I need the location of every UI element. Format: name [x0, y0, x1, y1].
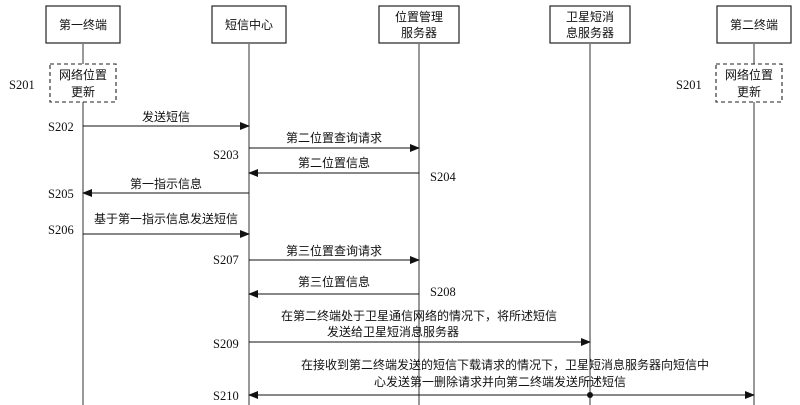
satellite-server-label-line2: 息服务器: [566, 25, 614, 40]
msg-s204: 第二位置信息: [298, 155, 370, 170]
step-s205: S205: [48, 187, 74, 201]
msg-s209-line2: 发送给卫星短消息服务器: [327, 324, 459, 339]
step-s201-right: S201: [676, 78, 702, 92]
participant-location-server: 位置管理 服务器: [378, 5, 460, 44]
msg-s203: 第二位置查询请求: [286, 130, 382, 145]
update-box-second-line1: 网络位置: [725, 67, 773, 82]
participant-satellite-server: 卫星短消 息服务器: [549, 5, 631, 44]
step-s201-left: S201: [9, 78, 35, 92]
location-server-label-line2: 服务器: [401, 25, 437, 40]
msg-s210-line2: 心发送第一删除请求并向第二终端发送所述短信: [374, 374, 626, 389]
update-box-first: 网络位置 更新: [49, 63, 117, 103]
step-s202: S202: [48, 120, 74, 134]
msg-s210-line1: 在接收到第二终端发送的短信下载请求的情况下，卫星短消息服务器向短信中: [301, 357, 709, 372]
msg-s208: 第三位置信息: [298, 274, 370, 289]
step-s208: S208: [430, 285, 456, 299]
step-s206: S206: [48, 223, 74, 237]
location-server-label-line1: 位置管理: [395, 9, 443, 24]
step-s210: S210: [213, 389, 239, 403]
msg-s202: 发送短信: [142, 109, 190, 124]
step-s203: S203: [213, 148, 239, 162]
step-s204: S204: [430, 170, 456, 184]
step-s209: S209: [213, 337, 239, 351]
second-terminal-label: 第二终端: [730, 17, 778, 32]
s210-origin-dot: [587, 392, 593, 398]
msg-s209-line1: 在第二终端处于卫星通信网络的情况下，将所述短信: [281, 308, 557, 323]
participant-second-terminal: 第二终端: [716, 5, 792, 44]
participant-sms-center: 短信中心: [211, 5, 287, 44]
update-box-first-line1: 网络位置: [59, 67, 107, 82]
msg-s206: 基于第一指示信息发送短信: [94, 211, 238, 226]
msg-s205: 第一指示信息: [130, 176, 202, 191]
satellite-server-label-line1: 卫星短消: [566, 10, 614, 24]
first-terminal-label: 第一终端: [59, 17, 107, 32]
update-box-first-line2: 更新: [71, 84, 95, 99]
msg-s207: 第三位置查询请求: [286, 243, 382, 258]
update-box-second-line2: 更新: [737, 84, 761, 99]
participant-first-terminal: 第一终端: [45, 5, 121, 44]
update-box-second: 网络位置 更新: [715, 63, 783, 103]
step-s207: S207: [213, 253, 239, 267]
sms-center-label: 短信中心: [225, 17, 273, 32]
